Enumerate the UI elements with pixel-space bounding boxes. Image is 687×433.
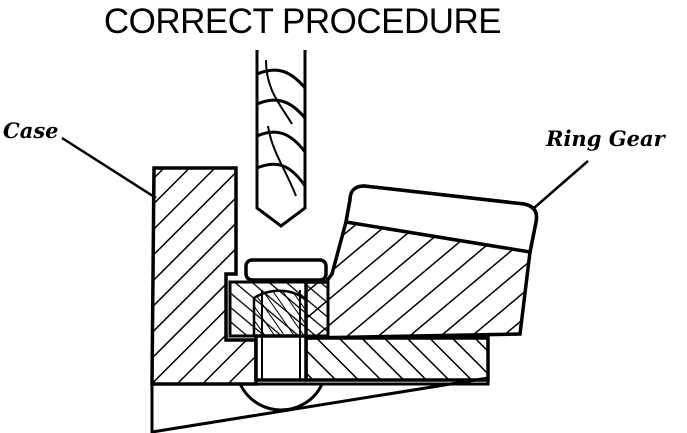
ring-gear-flange bbox=[304, 336, 490, 382]
case-leader-line bbox=[61, 136, 157, 200]
bolt-head-arc bbox=[238, 383, 324, 412]
ring-gear-leader-line bbox=[533, 160, 589, 209]
case-label: Case bbox=[3, 118, 59, 143]
diagram-title: CORRECT PROCEDURE bbox=[103, 2, 502, 41]
bolt bbox=[228, 258, 330, 382]
ring-gear-tooth-band bbox=[343, 184, 539, 254]
case-cross-section bbox=[150, 166, 258, 386]
ring-gear-label: Ring Gear bbox=[546, 126, 665, 151]
drill-bit bbox=[255, 50, 307, 228]
